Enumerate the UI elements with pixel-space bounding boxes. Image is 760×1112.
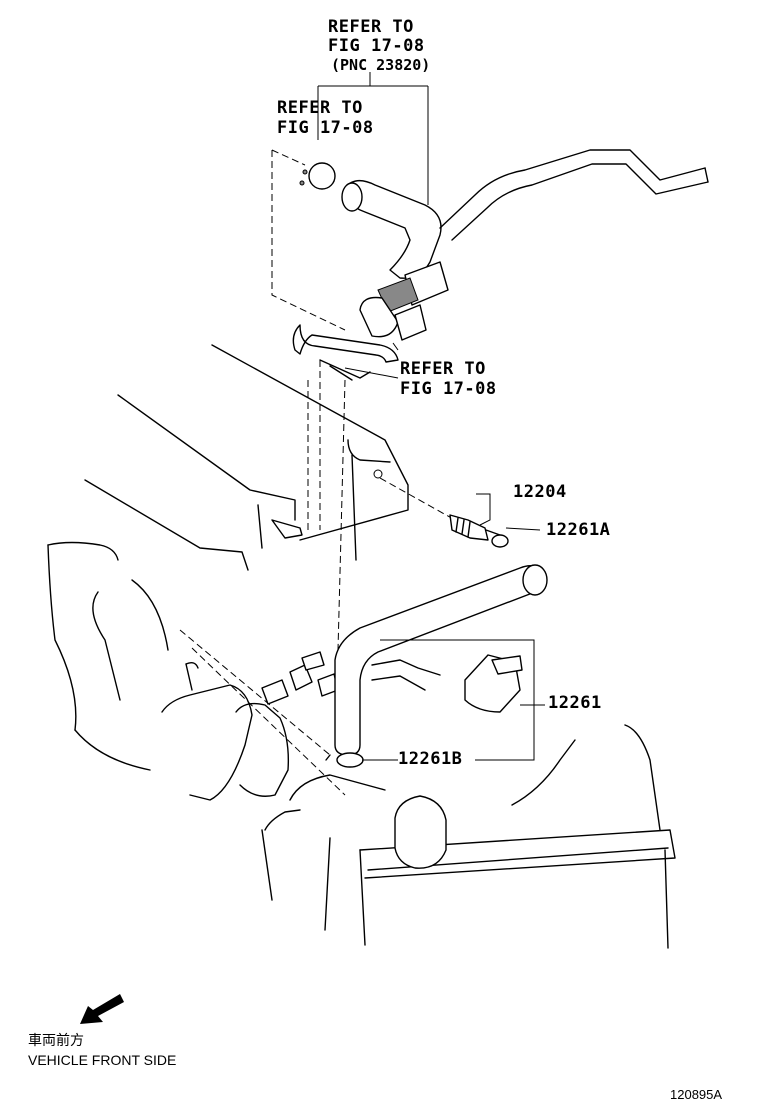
valve-12204 [449, 514, 501, 541]
refer-left-line2: FIG 17-08 [277, 118, 374, 138]
illustration-id: 120895A [670, 1087, 723, 1102]
refer-top-line3: (PNC 23820) [331, 56, 431, 74]
vehicle-front-label: VEHICLE FRONT SIDE [28, 1052, 177, 1068]
refer-mid-line2: FIG 17-08 [400, 379, 497, 399]
vehicle-front-japanese: 車両前方 [28, 1032, 84, 1048]
part-12261B: 12261B [398, 749, 463, 769]
reference-bracket-top [317, 72, 429, 205]
refer-top-line2: FIG 17-08 [328, 36, 425, 56]
vehicle-front-arrow-icon [80, 994, 124, 1024]
part-12204: 12204 [513, 482, 567, 502]
refer-left-line1: REFER TO [277, 98, 363, 118]
engine-block [47, 344, 676, 949]
refer-mid-line1: REFER TO [400, 359, 486, 379]
refer-top-line1: REFER TO [328, 17, 414, 37]
upper-pcv-hose [292, 149, 709, 381]
gasket-12261A [491, 534, 509, 548]
phantom-lines [179, 149, 456, 796]
part-12261A: 12261A [546, 520, 611, 540]
part-12261: 12261 [548, 693, 602, 713]
pcv-hose-12261 [334, 564, 548, 756]
throttle-cylinder [394, 795, 447, 869]
clip-12261B [325, 752, 364, 768]
leader-lines [344, 342, 545, 761]
grommet-upper [299, 162, 336, 190]
